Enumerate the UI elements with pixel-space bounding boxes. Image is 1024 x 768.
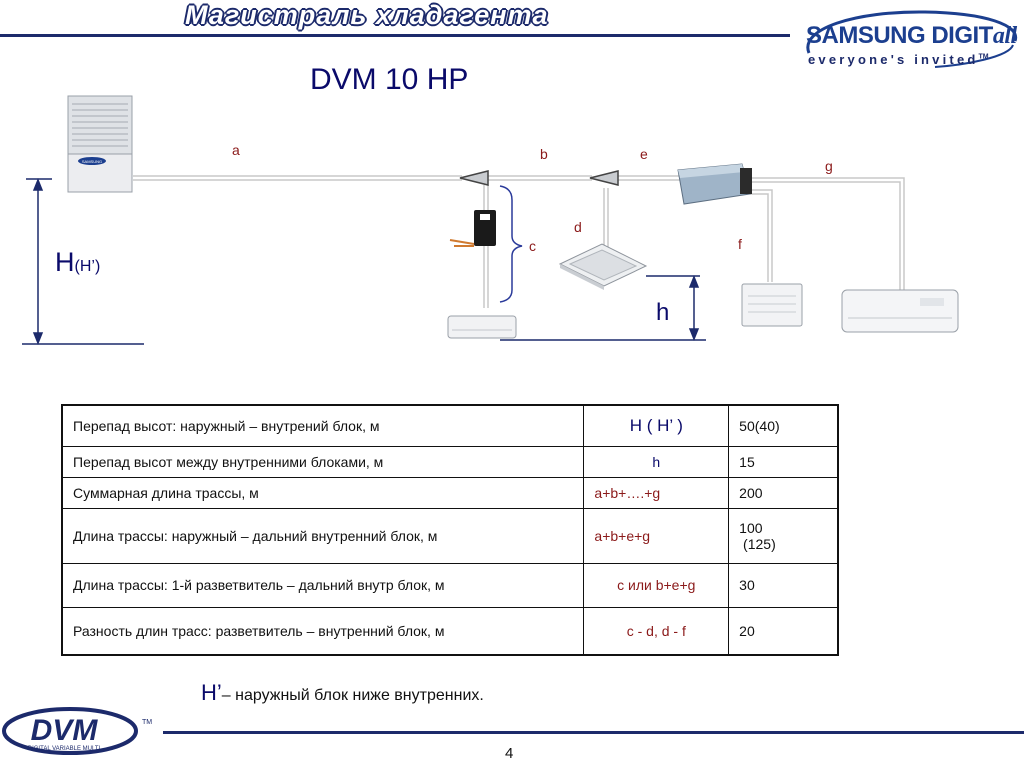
- row-description: Длина трассы: 1-й разветвитель – дальний…: [61, 562, 585, 608]
- row-value: 200: [728, 476, 839, 509]
- samsung-logo: [806, 10, 1018, 68]
- top-divider: [0, 34, 790, 37]
- row-symbol: c - d, d - f: [583, 606, 730, 656]
- refrigerant-piping-diagram: SAMSUNG: [22, 95, 959, 346]
- row-description: Суммарная длина трассы, м: [61, 476, 585, 509]
- height-label-h: h: [656, 299, 670, 326]
- height-dimension-h: [500, 274, 706, 342]
- svg-text:TM: TM: [142, 719, 152, 726]
- wall-indoor-unit-large: [841, 289, 959, 333]
- row-description: Длина трассы: наружный – дальний внутрен…: [61, 507, 585, 564]
- brand-name: SAMSUNG DIGITall: [806, 22, 1017, 49]
- dvm-logo: DVM DIGITAL VARIABLE MULTI TM: [2, 707, 152, 755]
- row-value-extra: (125): [739, 535, 776, 552]
- brand-suffix: all: [992, 23, 1017, 49]
- console-indoor-unit: [741, 283, 803, 327]
- pipe-label-d: d: [574, 219, 582, 235]
- row-description: Перепад высот: наружный – внутрений блок…: [61, 404, 585, 447]
- row-symbol: c или b+e+g: [583, 562, 730, 608]
- page-title: DVM 10 HP: [310, 63, 469, 96]
- row-symbol: H ( H’ ): [583, 404, 730, 447]
- height-label-H-main: H: [55, 247, 75, 277]
- row-value: 15: [728, 445, 839, 478]
- footnote: H’– наружный блок ниже внутренних.: [201, 680, 484, 706]
- ducted-indoor-unit: [677, 163, 752, 205]
- svg-text:DVM: DVM: [31, 714, 99, 747]
- branch-controller-box: [449, 210, 496, 247]
- pipe-c-bracket: [499, 185, 523, 303]
- page-number: 4: [505, 745, 514, 762]
- outdoor-unit: [67, 95, 133, 193]
- row-value: 20: [728, 606, 839, 656]
- bottom-divider: [163, 731, 1024, 734]
- row-symbol: a+b+e+g: [583, 507, 730, 564]
- footnote-text: – наружный блок ниже внутренних.: [221, 687, 484, 704]
- outdoor-unit-logo: SAMSUNG: [82, 159, 102, 164]
- cassette-indoor-unit: [558, 243, 648, 290]
- table-row: Суммарная длина трассы, м a+b+….+g 200: [61, 476, 839, 509]
- row-symbol: a+b+….+g: [583, 476, 730, 509]
- table-row: Перепад высот: наружный – внутрений блок…: [61, 404, 839, 447]
- row-value-cell: 100 (125): [728, 507, 839, 564]
- pipe-label-a: a: [232, 142, 240, 158]
- height-dimension-H: [22, 177, 144, 346]
- refnet-branch-joints: [459, 170, 619, 186]
- footnote-symbol: H’: [201, 680, 222, 705]
- pipe-label-g: g: [825, 158, 833, 174]
- svg-text:DIGITAL VARIABLE MULTI: DIGITAL VARIABLE MULTI: [28, 746, 101, 752]
- table-row: Длина трассы: наружный – дальний внутрен…: [61, 507, 839, 564]
- brand-tagline: everyone's invitedTM: [808, 52, 989, 67]
- pipe-label-e: e: [640, 146, 648, 162]
- table-row: Перепад высот между внутренними блоками,…: [61, 445, 839, 478]
- pipe-label-f: f: [738, 236, 742, 252]
- row-description: Перепад высот между внутренними блоками,…: [61, 445, 585, 478]
- refrigerant-pipes: [133, 175, 905, 308]
- height-label-H: H(H’): [55, 247, 100, 278]
- height-label-H-alt: (H’): [74, 258, 101, 275]
- row-value: 100: [739, 519, 763, 536]
- row-value: 50(40): [728, 404, 839, 447]
- wall-indoor-unit-small: [447, 315, 517, 339]
- row-symbol: h: [583, 445, 730, 478]
- table-row: Длина трассы: 1-й разветвитель – дальний…: [61, 562, 839, 608]
- pipe-label-b: b: [540, 146, 548, 162]
- piping-limits-table: Перепад высот: наружный – внутрений блок…: [61, 404, 839, 656]
- row-value: 30: [728, 562, 839, 608]
- row-description: Разность длин трасс: разветвитель – внут…: [61, 606, 585, 656]
- pipe-label-c: c: [529, 238, 536, 254]
- page-banner-title: Магистраль хладагента: [185, 0, 549, 30]
- table-row: Разность длин трасс: разветвитель – внут…: [61, 606, 839, 656]
